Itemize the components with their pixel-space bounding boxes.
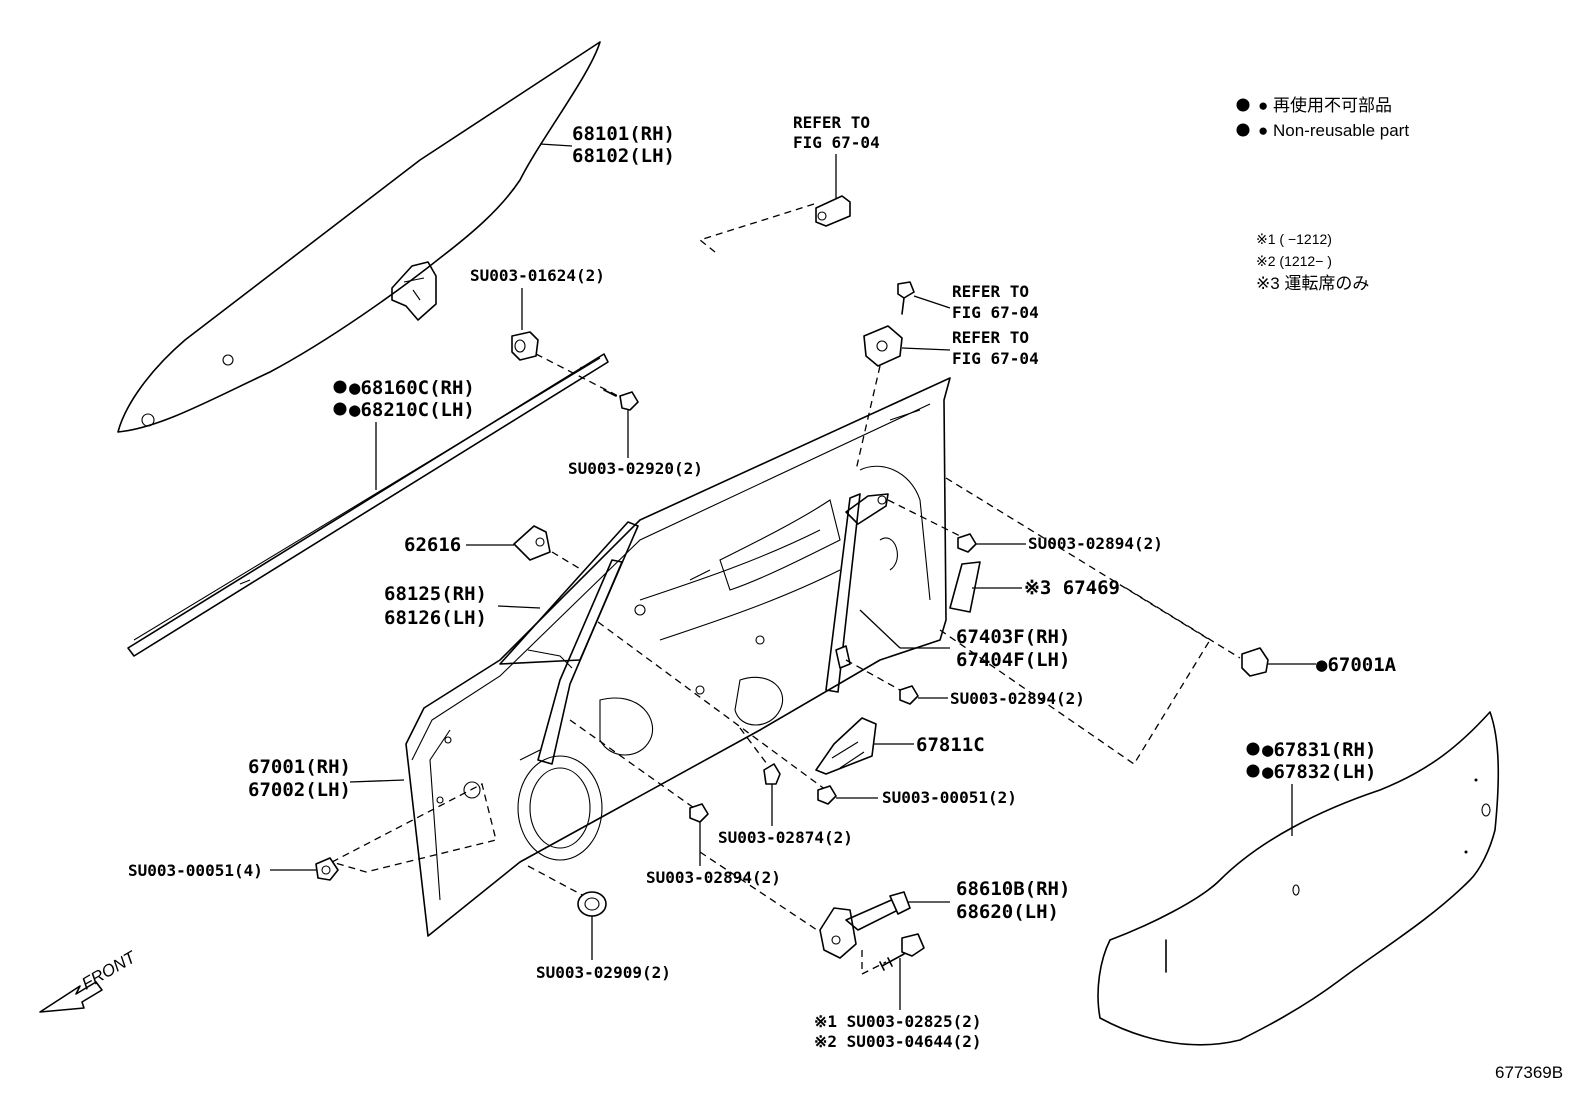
service-hole-film [1097, 711, 1500, 1046]
legend-line-1: ● 再使用不可部品 [1258, 95, 1392, 115]
hinge-part-top [815, 195, 851, 227]
label-film-rh: ●67831(RH) [1262, 739, 1376, 761]
label-su-04644: ※2 SU003-04644(2) [814, 1032, 982, 1051]
label-su-00051-4: SU003-00051(4) [128, 861, 263, 880]
bracket-62616 [513, 525, 551, 561]
label-su-02909: SU003-02909(2) [536, 963, 671, 982]
front-arrow [39, 981, 103, 1013]
legend-bullet-2 [1236, 123, 1250, 137]
door-glass [117, 41, 601, 433]
clip-02874 [763, 763, 781, 785]
front-sash [499, 521, 639, 765]
label-sash-rh: 68125(RH) [384, 583, 487, 605]
clip-01624 [511, 331, 539, 361]
label-check-lh: 68620(LH) [956, 901, 1059, 923]
legend-note-3: ※3 運転席のみ [1256, 274, 1369, 293]
label-refer-mid-a1: REFER TO [952, 282, 1029, 301]
label-door-rh: 67001(RH) [248, 756, 351, 778]
label-door-lh: 67002(LH) [248, 779, 351, 801]
screw-02920 [603, 389, 639, 411]
figure-id: 677369B [1495, 1063, 1563, 1082]
label-su-02920: SU003-02920(2) [568, 459, 703, 478]
cover-67469 [949, 561, 981, 613]
label-67811c: 67811C [916, 734, 985, 756]
label-refer-top-2: FIG 67-04 [793, 133, 880, 152]
label-su-02874: SU003-02874(2) [718, 828, 853, 847]
label-su-02894-a: SU003-02894(2) [1028, 534, 1163, 553]
label-67001a: ●67001A [1316, 654, 1397, 676]
nut-02894-b [899, 685, 919, 705]
label-sash-lh: 68126(LH) [384, 607, 487, 629]
label-reg-rh: 67403F(RH) [956, 626, 1070, 648]
bolt-refer-a [897, 281, 915, 315]
door-check [819, 891, 911, 959]
legend-line-2: ● Non-reusable part [1258, 121, 1409, 140]
window-regulator [825, 493, 889, 693]
label-glass-rh: 68101(RH) [572, 123, 675, 145]
label-glass-lh: 68102(LH) [572, 145, 675, 167]
bracket-67811c [815, 717, 877, 775]
label-front: FRONT [79, 947, 141, 994]
nut-00051-4 [315, 857, 339, 881]
hinge-part-mid [863, 325, 903, 367]
label-su-02894-c: SU003-02894(2) [646, 868, 781, 887]
legend-bullet-1 [1236, 98, 1250, 112]
grommet-02909 [577, 891, 607, 917]
label-su-01624: SU003-01624(2) [470, 266, 605, 285]
label-weather-rh: ●68160C(RH) [349, 377, 475, 399]
nut-02894-a [957, 533, 977, 553]
label-su-02825: ※1 SU003-02825(2) [814, 1012, 982, 1031]
label-su-02894-b: SU003-02894(2) [950, 689, 1085, 708]
label-weather-lh: ●68210C(LH) [349, 399, 475, 421]
label-su-00051-2: SU003-00051(2) [882, 788, 1017, 807]
label-refer-mid-b1: REFER TO [952, 328, 1029, 347]
weatherstrip [127, 353, 609, 657]
nut-00051-2 [817, 785, 837, 805]
label-62616: 62616 [404, 534, 461, 556]
label-film-lh: ●67832(LH) [1262, 761, 1376, 783]
nut-02894-c [689, 803, 709, 823]
bolt-02825 [879, 933, 925, 971]
label-check-rh: 68610B(RH) [956, 878, 1070, 900]
label-reg-lh: 67404F(LH) [956, 649, 1070, 671]
label-refer-mid-a2: FIG 67-04 [952, 303, 1039, 322]
door-panel [405, 377, 951, 937]
legend-note-1: ※1 ( −1212) [1256, 231, 1332, 247]
label-refer-top-1: REFER TO [793, 113, 870, 132]
plug-67001a [1241, 647, 1269, 677]
label-refer-mid-b2: FIG 67-04 [952, 349, 1039, 368]
label-67469: ※3 67469 [1024, 577, 1120, 599]
legend-note-2: ※2 (1212− ) [1256, 253, 1332, 269]
